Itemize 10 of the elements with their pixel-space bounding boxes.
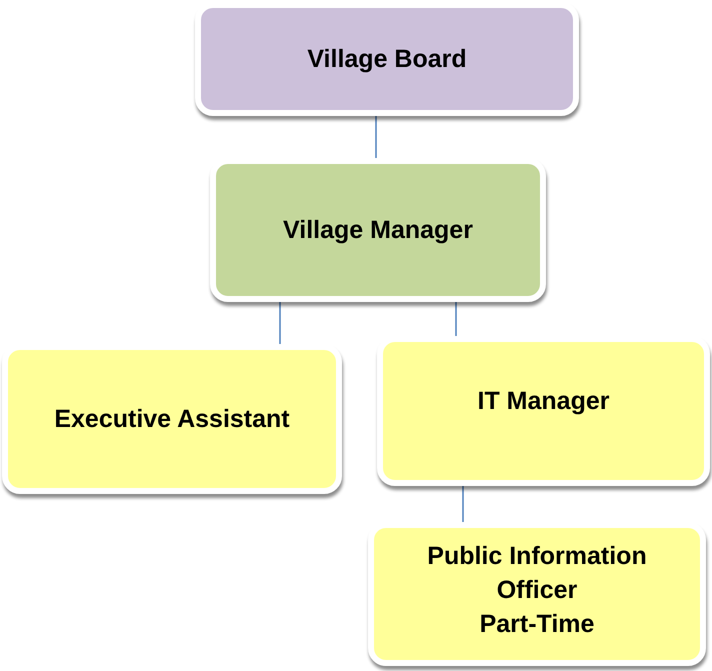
connector-line — [455, 302, 457, 336]
position-title: Village Manager — [283, 215, 473, 246]
connector-line — [462, 486, 464, 522]
connector-line — [375, 116, 377, 158]
position-title: Part-Time — [480, 609, 594, 640]
connector-line — [279, 302, 281, 344]
position-title: IT Manager — [478, 386, 610, 417]
position-title: Executive Assistant — [54, 404, 290, 435]
position-title: Village Board — [307, 44, 467, 75]
position-title: Public Information Officer — [426, 541, 648, 606]
